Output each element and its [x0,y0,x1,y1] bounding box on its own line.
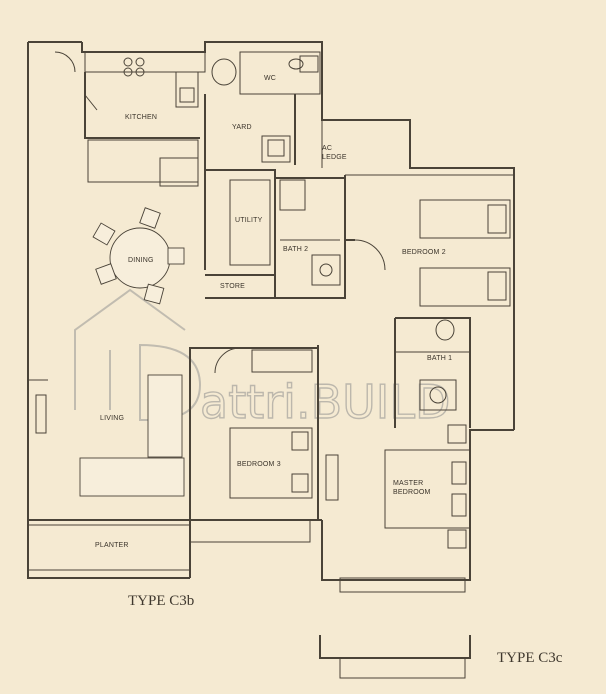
planter-area [27,524,191,571]
bedroom2-area [344,174,514,307]
room-label-bedroom2: BEDROOM 2 [402,249,446,256]
room-label-ac: AC [322,145,332,152]
service-area [204,51,323,270]
room-label-kitchen: KITCHEN [125,114,157,121]
room-label-master: MASTER [393,480,423,487]
living-area [28,374,185,497]
room-label-wc: WC [264,75,276,82]
kitchen-area [54,51,206,187]
room-label-ledge: LEDGE [322,154,347,161]
watermark-text: attri.BUILD [200,375,450,429]
dining-area [92,207,185,305]
bath1-area [394,317,471,428]
type-c3c-balcony [319,635,471,679]
watermark-logo: attri.BUILD [74,288,451,430]
utility-bath-store [205,169,346,299]
master-bedroom-area [325,424,471,593]
room-label-planter: PLANTER [95,542,129,549]
room-label-bedroom3: BEDROOM 3 [237,461,281,468]
type-label-c3c: TYPE C3c [497,650,563,666]
type-label-c3b: TYPE C3b [128,593,194,609]
room-label-store: STORE [220,283,245,290]
room-label-living: LIVING [100,415,124,422]
room-label-bath2: BATH 2 [283,246,308,253]
room-label-dining: DINING [128,257,154,264]
room-label-master-bedroom: BEDROOM [393,489,431,496]
room-label-yard: YARD [232,124,252,131]
bedroom3-area [189,345,319,543]
room-label-utility: UTILITY [235,217,263,224]
room-label-bath1: BATH 1 [427,355,452,362]
